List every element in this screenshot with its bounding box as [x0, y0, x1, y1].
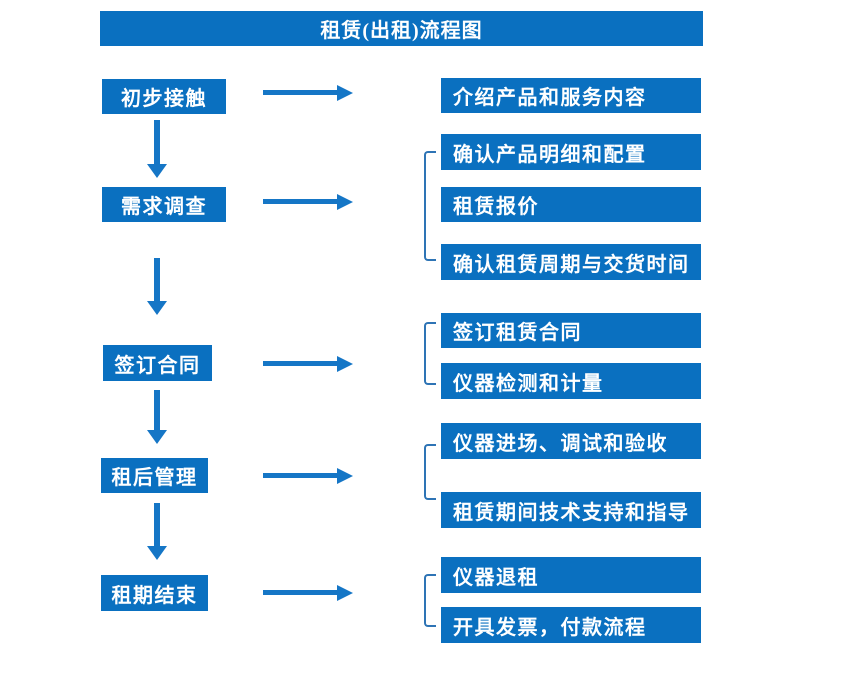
detail-box-invoice-payment: 开具发票，付款流程 — [441, 607, 701, 643]
detail-box-confirm-period-delivery: 确认租赁周期与交货时间 — [441, 244, 701, 280]
detail-box-confirm-product-config: 确认产品明细和配置 — [441, 134, 701, 170]
down-arrow-icon-2 — [154, 258, 160, 301]
right-arrow-icon-3 — [263, 361, 337, 366]
detail-box-rental-quote: 租赁报价 — [441, 187, 701, 222]
down-arrow-icon-3 — [154, 390, 160, 430]
right-arrow-icon-5 — [263, 590, 337, 595]
group-bracket-sign-contract — [424, 322, 436, 385]
step-box-initial-contact: 初步接触 — [102, 79, 226, 114]
right-arrow-icon-2 — [263, 199, 337, 204]
right-arrow-icon-1 — [263, 90, 337, 95]
down-arrow-icon-1 — [154, 120, 160, 164]
step-box-sign-contract: 签订合同 — [103, 345, 212, 381]
group-bracket-post-rental — [424, 444, 436, 500]
step-box-needs-survey: 需求调查 — [102, 187, 226, 222]
detail-box-instrument-return: 仪器退租 — [441, 557, 701, 593]
detail-box-instrument-test-calibration: 仪器检测和计量 — [441, 363, 701, 399]
detail-box-introduce-products: 介绍产品和服务内容 — [441, 78, 701, 113]
detail-box-sign-rental-contract: 签订租赁合同 — [441, 313, 701, 348]
group-bracket-rental-end — [424, 574, 436, 627]
down-arrow-icon-4 — [154, 503, 160, 546]
step-box-rental-end: 租期结束 — [101, 575, 208, 611]
step-box-post-rental-management: 租后管理 — [101, 458, 208, 493]
detail-box-instrument-setup-acceptance: 仪器进场、调试和验收 — [441, 423, 701, 459]
flowchart-title: 租赁(出租)流程图 — [100, 11, 703, 46]
detail-box-technical-support: 租赁期间技术支持和指导 — [441, 492, 701, 528]
group-bracket-needs-survey — [424, 151, 436, 261]
right-arrow-icon-4 — [263, 473, 337, 478]
